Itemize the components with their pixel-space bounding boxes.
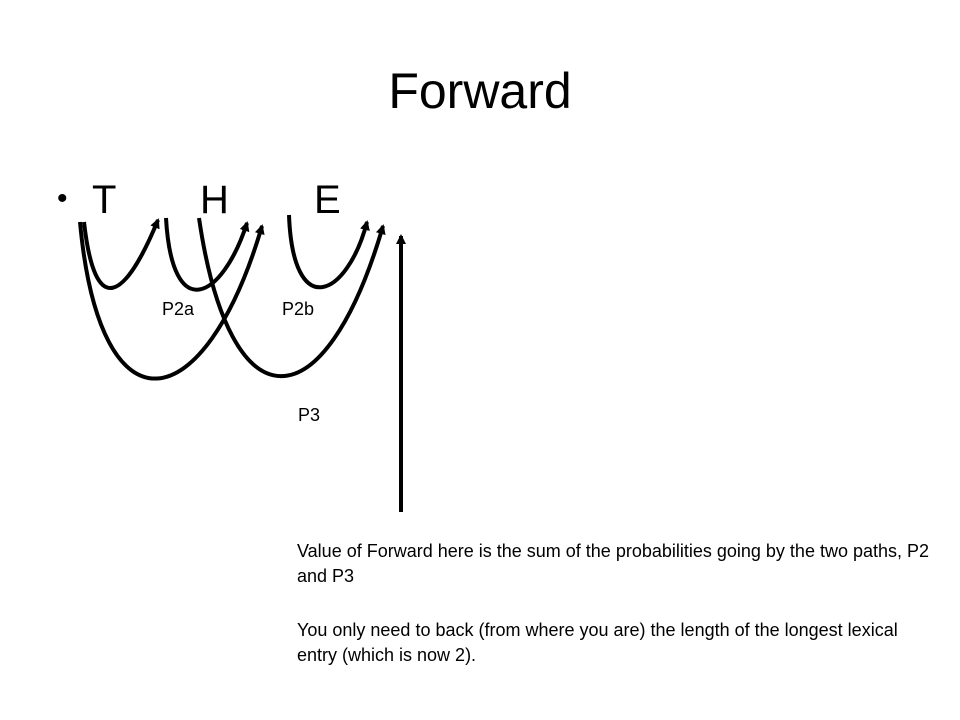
- letter-t: T: [92, 178, 117, 222]
- note-forward-value: Value of Forward here is the sum of the …: [297, 541, 930, 586]
- letter-h: H: [200, 178, 229, 222]
- path-label-p2b: P2b: [282, 299, 315, 319]
- path-label-p3: P3: [298, 405, 321, 425]
- arc-t-to-e: [78, 221, 265, 381]
- path-label-p2a: P2a: [162, 299, 195, 319]
- arc-p3: [197, 217, 386, 378]
- bullet-point: •: [57, 182, 68, 215]
- note-lexical-length: You only need to back (from where you ar…: [297, 620, 898, 665]
- arc-p2b: [287, 214, 370, 290]
- arc-t-to-h: [82, 218, 160, 290]
- letter-e: E: [314, 178, 341, 222]
- slide-title: Forward: [388, 63, 572, 119]
- arc-p2a: [164, 217, 250, 292]
